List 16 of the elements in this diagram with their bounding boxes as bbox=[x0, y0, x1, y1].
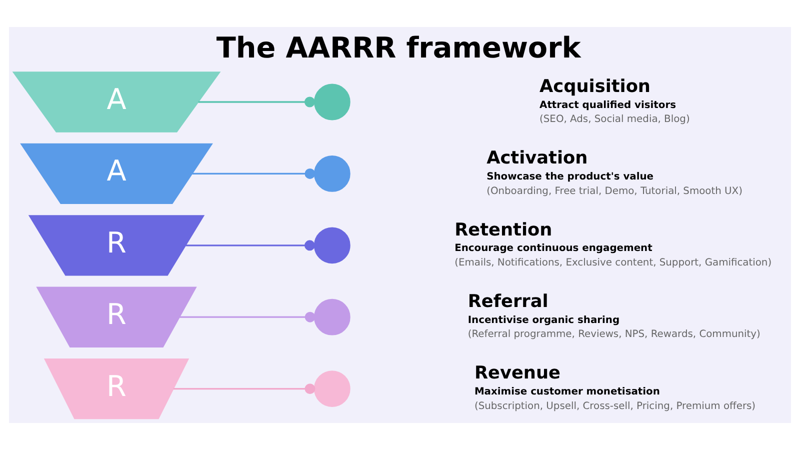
node-label: Retention bbox=[454, 220, 552, 240]
node-label: (Emails, Notifications, Exclusive content, Support, Gamification) bbox=[454, 257, 772, 268]
diagram-title: The AARRR framework bbox=[216, 30, 581, 65]
node-label: Encourage continuous engagement bbox=[454, 243, 652, 254]
node-label: (SEO, Ads, Social media, Blog) bbox=[540, 114, 690, 126]
node-label: Showcase the product's value bbox=[486, 171, 654, 182]
node-label: Maximise customer monetisation bbox=[474, 386, 660, 398]
node-label: (Subscription, Upsell, Cross-sell, Pricing, Premium offers) bbox=[474, 400, 756, 412]
node-label: Referral bbox=[468, 292, 548, 312]
node-label: Activation bbox=[486, 148, 588, 169]
node-label: (Referral programme, Reviews, NPS, Rewards, Community) bbox=[468, 329, 760, 340]
node-label: Acquisition bbox=[540, 76, 650, 97]
node-label: Incentivise organic sharing bbox=[468, 314, 620, 326]
node-label: Attract qualified visitors bbox=[540, 100, 676, 111]
node-label: Revenue bbox=[474, 364, 560, 384]
node-label: (Onboarding, Free trial, Demo, Tutorial, Smooth UX) bbox=[486, 186, 742, 197]
